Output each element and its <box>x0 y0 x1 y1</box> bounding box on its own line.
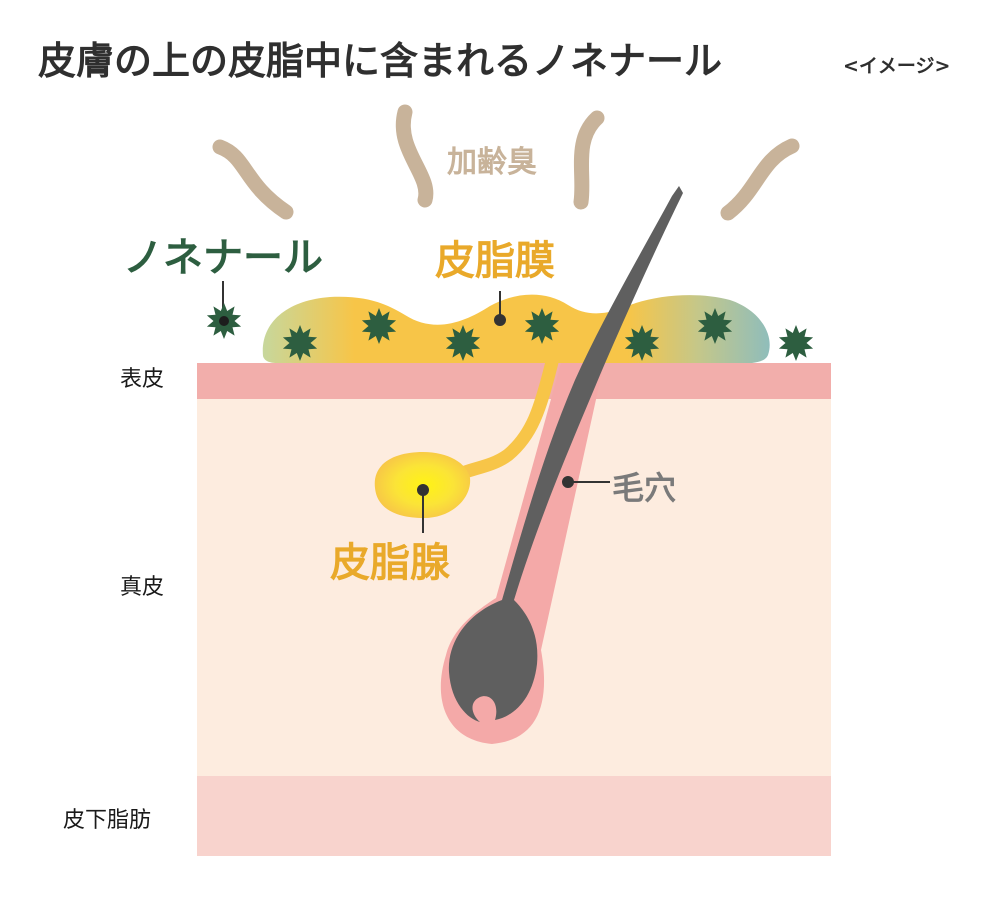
dermis-label: 真皮 <box>120 575 165 600</box>
nonenal-molecule <box>445 325 481 361</box>
hair-shaft <box>448 186 683 722</box>
nonenal-molecule <box>778 325 814 361</box>
sebum-film-label: 皮脂膜 <box>435 238 555 284</box>
odor-wisp-center-left <box>395 104 434 208</box>
sebum-film <box>262 294 770 363</box>
subcutaneous-layer <box>197 776 831 856</box>
epidermis-label: 表皮 <box>120 367 165 392</box>
nonenal-molecule <box>282 325 318 361</box>
hair-pore-label: 毛穴 <box>612 469 677 507</box>
sebum-duct <box>449 355 559 483</box>
subcutaneous-fat-label: 皮下脂肪 <box>63 808 152 833</box>
nonenal-molecule <box>697 308 733 344</box>
odor-wisp-right <box>720 138 800 221</box>
nonenal-label: ノネナール <box>123 235 323 281</box>
odor-wisp-center-right <box>573 110 605 210</box>
nonenal-molecule <box>524 308 560 344</box>
nonenal-molecules <box>206 303 814 361</box>
nonenal-molecule <box>624 325 660 361</box>
aging-odor-label: 加齢臭 <box>447 145 537 180</box>
odor-wisps <box>212 104 800 221</box>
nonenal-molecule <box>361 308 397 344</box>
page-title: 皮膚の上の皮脂中に含まれるノネナール <box>38 39 723 83</box>
sebaceous-gland-label: 皮脂腺 <box>330 540 450 586</box>
epidermis-layer <box>197 363 831 399</box>
nonenal-marker-dot <box>219 316 229 326</box>
odor-wisp-left <box>212 139 294 220</box>
image-note: <イメージ> <box>843 55 951 77</box>
